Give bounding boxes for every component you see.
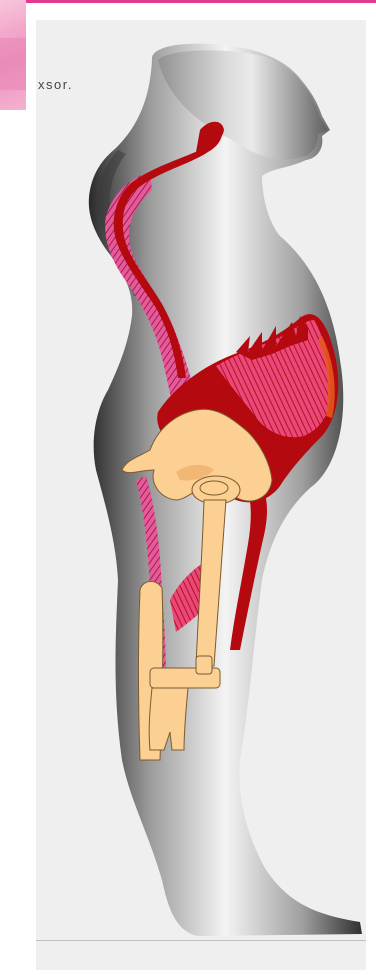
patella: [196, 656, 212, 674]
